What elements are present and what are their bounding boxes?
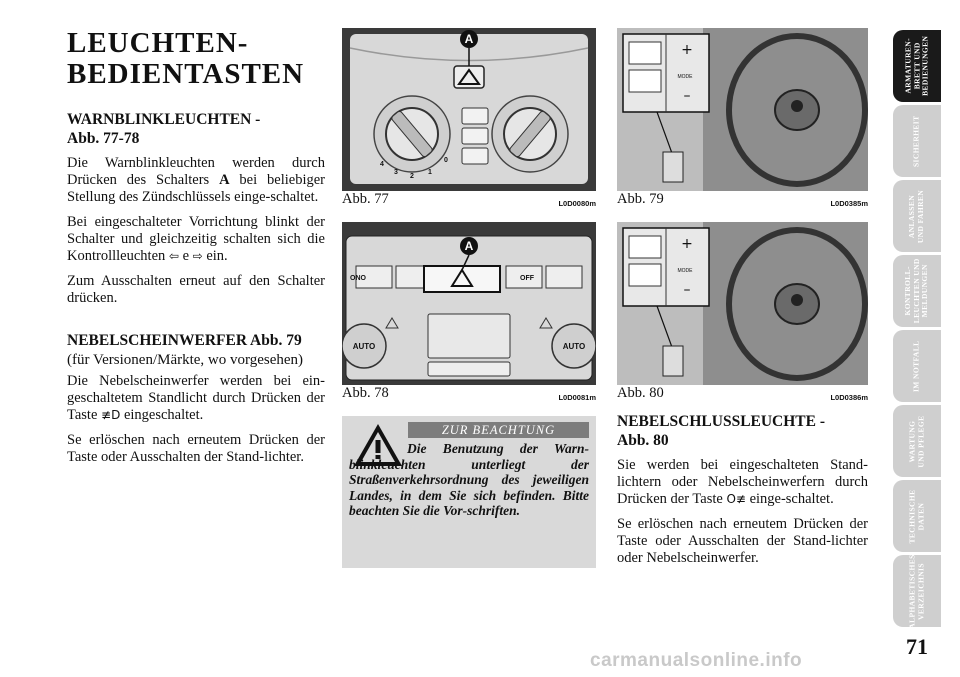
page-number: 71: [906, 634, 928, 659]
figure-77-caption: Abb. 77 L0D0080m: [342, 191, 596, 208]
figure-80-caption: Abb. 80 L0D0386m: [617, 385, 868, 402]
dial-number: 2: [410, 173, 414, 180]
tab-armaturenbrett[interactable]: ARMATUREN- BRETT UND BEDIENUNGEN: [893, 30, 941, 102]
tab-im-notfall[interactable]: IM NOTFALL: [893, 330, 941, 402]
dial-number: 3: [394, 169, 398, 176]
tab-verzeichnis[interactable]: ALPHABETISCHES VERZEICHNIS: [893, 554, 941, 628]
figure-79-image: + MODE –: [617, 28, 868, 191]
paragraph-nebelschluss-2: Se erlöschen nach erneutem Drücken der T…: [617, 516, 868, 566]
tab-sicherheit[interactable]: SICHERHEIT: [893, 105, 941, 177]
paragraph-warnblink-3: Zum Ausschalten erneut auf den Schalter …: [67, 273, 325, 306]
right-arrow-icon: ⇨: [192, 249, 203, 263]
auto-label-right: AUTO: [563, 342, 586, 351]
svg-text:–: –: [684, 282, 691, 298]
text-column-left: LEUCHTEN- BEDIENTASTEN WARNBLINKLEUCHTEN…: [67, 28, 325, 466]
paragraph-nebel-2: Se erlöschen nach erneutem Drücken der T…: [67, 432, 325, 465]
front-fog-icon: ≢D: [101, 408, 121, 422]
tab-wartung[interactable]: WARTUNG UND PFLEGE: [893, 405, 941, 477]
paragraph-versions-note: (für Versionen/Märkte, wo vorgesehen): [67, 352, 304, 368]
paragraph-nebel-1: Die Nebelscheinwerfer werden bei ein-ges…: [67, 373, 325, 423]
figure-78-marker: A: [465, 239, 474, 253]
warning-text: Die Benutzung der Warn-blinkleuchten unt…: [349, 441, 589, 518]
rear-fog-icon: O≢: [726, 492, 746, 506]
section-heading-nebelschluss: NEBELSCHLUSSLEUCHTE - Abb. 80: [617, 413, 826, 449]
off-label: OFF: [520, 275, 535, 282]
warning-box: ZUR BEACHTUNG Die Benutzung der Warn-bli…: [342, 416, 596, 568]
figure-79-caption: Abb. 79 L0D0385m: [617, 191, 868, 208]
chapter-tabs: ARMATUREN- BRETT UND BEDIENUNGEN SICHERH…: [893, 30, 941, 630]
dial-number: 1: [428, 169, 432, 176]
warning-title: ZUR BEACHTUNG: [408, 422, 589, 438]
paragraph-warnblink-1: Die Warnblinkleuchten werden durch Drück…: [67, 155, 326, 205]
svg-text:+: +: [681, 42, 693, 58]
auto-label-left: AUTO: [353, 342, 376, 351]
figure-column-right: + MODE – Abb. 79 L0D0385m + MODE –: [617, 28, 868, 567]
warning-triangle-icon: [354, 424, 402, 466]
paragraph-warnblink-2: Bei eingeschalteter Vorrichtung blinkt d…: [67, 214, 325, 264]
watermark: carmanualsonline.info: [590, 650, 803, 671]
section-heading-nebelscheinwerfer: NEBELSCHEINWERFER Abb. 79: [67, 332, 302, 349]
section-heading-warnblink: WARNBLINKLEUCHTEN - Abb. 77-78: [67, 111, 261, 147]
tab-anlassen[interactable]: ANLASSEN UND FAHREN: [893, 180, 941, 252]
dial-number: 4: [380, 161, 384, 168]
svg-text:+: +: [681, 236, 693, 252]
tab-technische-daten[interactable]: TECHNISCHE DATEN: [893, 480, 941, 552]
figure-column-middle: A 4 3 2 1 0 Abb. 77 L0D0080m: [342, 28, 596, 568]
figure-78-caption: Abb. 78 L0D0081m: [342, 385, 596, 402]
mode-label: MODE: [678, 268, 694, 274]
figure-77-marker: A: [465, 32, 474, 46]
paragraph-nebelschluss-1: Sie werden bei eingeschalteten Stand-lic…: [617, 457, 868, 507]
svg-text:–: –: [684, 88, 691, 104]
figure-78-image: A ONO OFF AUTO AUTO: [342, 222, 596, 385]
page-title: LEUCHTEN- BEDIENTASTEN: [67, 27, 305, 90]
figure-77-image: A 4 3 2 1 0: [342, 28, 596, 191]
ono-label: ONO: [350, 275, 367, 282]
mode-label: MODE: [678, 74, 694, 80]
figure-80-image: + MODE –: [617, 222, 868, 385]
tab-kontrollleuchten[interactable]: KONTROLL- LEUCHTEN UND MELDUNGEN: [893, 255, 941, 327]
left-arrow-icon: ⇦: [168, 249, 179, 263]
dial-number: 0: [444, 157, 448, 164]
